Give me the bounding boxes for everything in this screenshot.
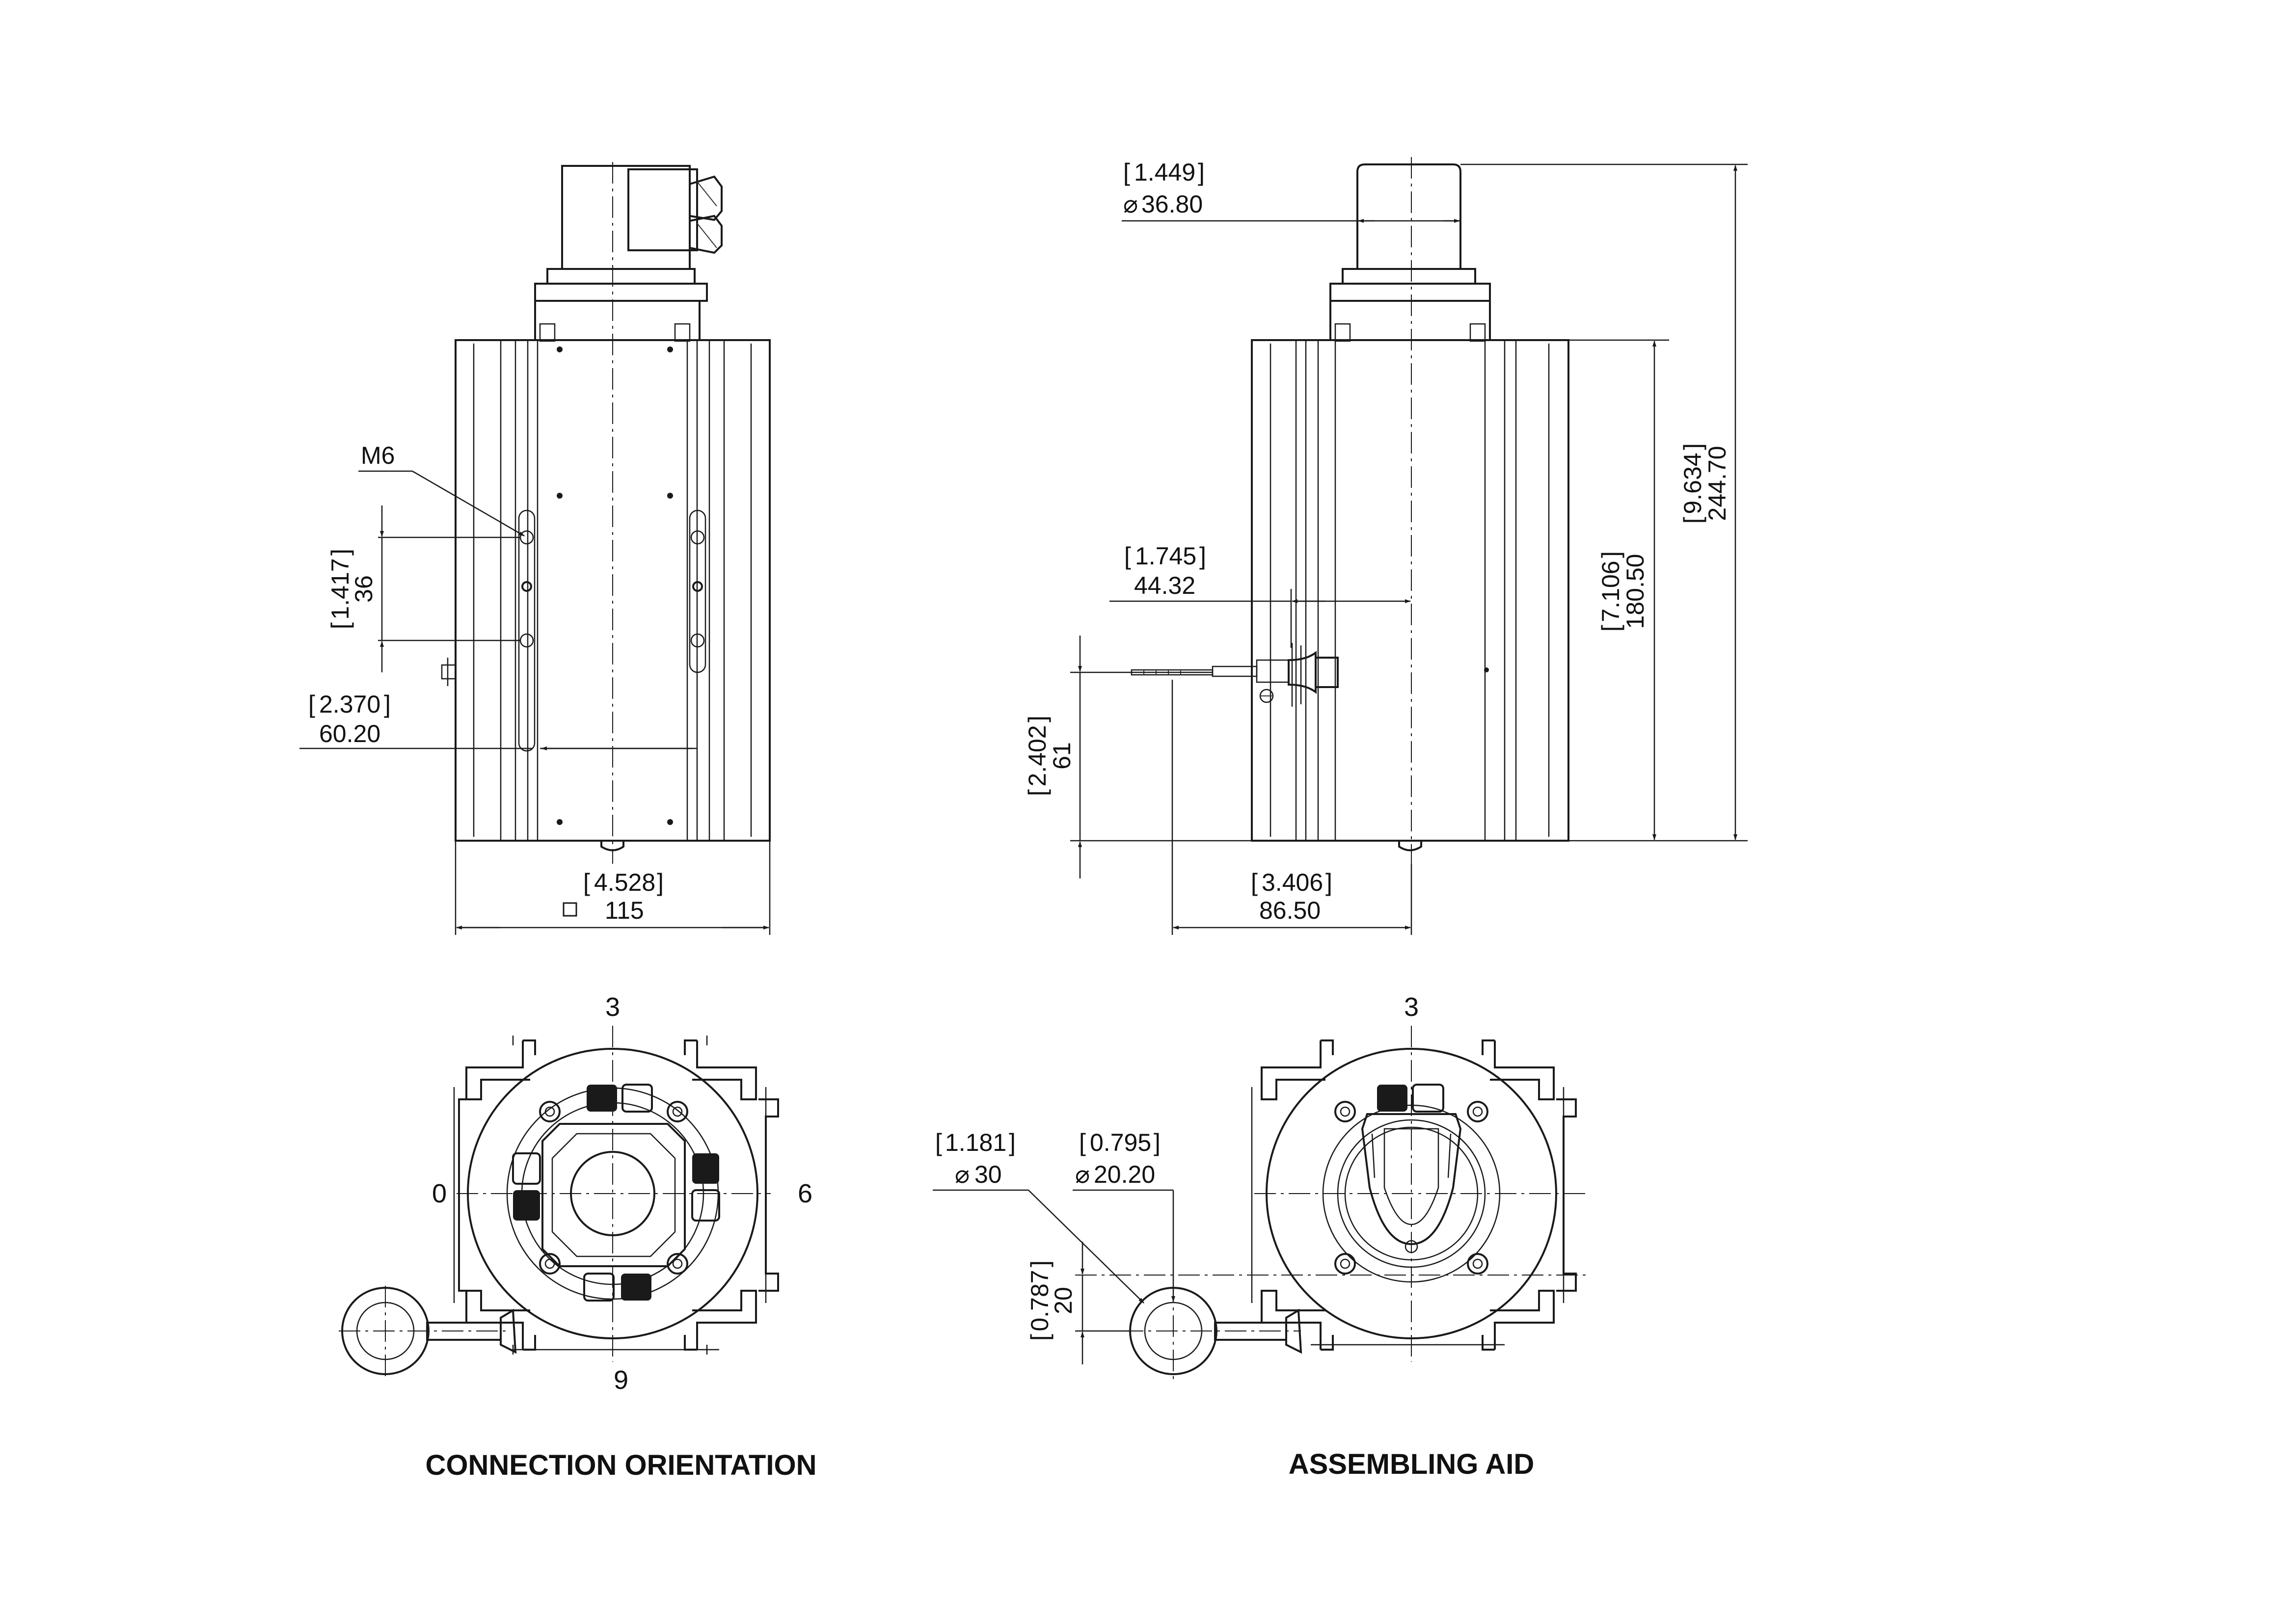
svg-text:[: [ [326,622,354,629]
hole-diameter-mm: 20.20 [1094,1161,1155,1188]
connection-orientation-view: 3 0 6 9 CONNECTION ORIENTATION [339,992,816,1481]
assembling-aid-view: 3 [ 1.181 ] ⌀ 30 [ 0.795 ] ⌀ 20.20 [ 0.7… [933,992,1588,1480]
hole-diameter-in: 0.795 [1090,1129,1151,1156]
orientation-pos-9: 9 [614,1365,628,1395]
body-height-in: 7.106 [1597,560,1624,622]
total-height-mm: 244.70 [1703,446,1731,521]
body-height-mm: 180.50 [1621,554,1649,629]
svg-text:]: ] [1026,1260,1053,1267]
svg-text:]: ] [326,549,354,556]
thread-label: M6 [361,442,395,469]
orientation-pos-3: 3 [605,992,620,1022]
diameter-symbol-cap: ⌀ [1123,190,1138,218]
caption-assembling-aid: ASSEMBLING AID [1289,1448,1535,1480]
side-body [1251,339,1569,842]
svg-text:[: [ [308,691,315,718]
svg-text:[: [ [1679,517,1706,524]
assembly-pos-3: 3 [1404,992,1419,1022]
side-arm [1131,643,1339,707]
svg-text:]: ] [1597,551,1624,558]
svg-text:[: [ [1124,542,1131,570]
svg-text:[: [ [1597,625,1624,632]
svg-text:]: ] [1679,443,1706,450]
svg-text:[: [ [583,869,590,896]
svg-text:]: ] [384,691,391,718]
ring-diameter-mm: 30 [974,1161,1002,1188]
hole-spacing-in-group: [ 1.417 ] [326,549,354,629]
svg-text:]: ] [1009,1129,1016,1156]
front-connector-housing [534,165,723,342]
svg-text:[: [ [935,1129,942,1156]
svg-text:]: ] [1325,869,1332,896]
shaft-offset-mm: 60.20 [319,720,380,747]
shaft-offset-in: 2.370 [319,691,380,718]
orientation-bolts [539,1101,688,1275]
ring-offset-in: 0.787 [1026,1270,1053,1331]
orientation-pos-6: 6 [798,1179,812,1208]
ring-diameter-in: 1.181 [945,1129,1006,1156]
diameter-symbol-ring: ⌀ [955,1161,970,1188]
svg-text:[: [ [1079,1129,1086,1156]
svg-text:]: ] [1024,716,1051,722]
arm-reach-mm: 86.50 [1259,897,1321,924]
svg-text:]: ] [1198,159,1205,186]
svg-text:[: [ [1026,1334,1053,1341]
hole-spacing-in: 1.417 [326,558,354,619]
diameter-symbol-hole: ⌀ [1075,1161,1090,1188]
cap-diameter-mm: 36.80 [1141,190,1203,218]
hole-spacing-mm: 36 [350,575,378,603]
total-height-in: 9.634 [1679,452,1706,514]
arm-height-mm: 61 [1048,742,1076,770]
orientation-pos-0: 0 [432,1179,447,1208]
svg-text:[: [ [1251,869,1258,896]
front-view: M6 [ 1.417 ] 36 [ 2.370 ] 60.20 [ 4.528 [299,162,771,935]
side-view: [ 1.449 ] ⌀ 36.80 [ 9.634 ] 244.70 [ 7.1… [1024,157,1748,935]
front-body [441,339,771,851]
svg-text:[: [ [1123,159,1130,186]
ring-offset-mm: 20 [1050,1287,1077,1314]
width-in: 4.528 [594,869,655,896]
svg-text:[: [ [1024,789,1051,796]
cap-diameter-in: 1.449 [1134,159,1195,186]
arm-offset-mm: 44.32 [1134,572,1195,599]
arm-offset-in: 1.745 [1135,542,1196,570]
arm-height-in: 2.402 [1024,725,1051,786]
square-symbol [563,902,577,917]
caption-connection-orientation: CONNECTION ORIENTATION [426,1449,817,1481]
svg-text:]: ] [1154,1129,1161,1156]
arm-reach-in: 3.406 [1262,869,1323,896]
svg-text:]: ] [1199,542,1206,570]
width-mm: 115 [605,897,644,924]
orientation-connectors [512,1084,720,1302]
svg-text:]: ] [657,869,664,896]
